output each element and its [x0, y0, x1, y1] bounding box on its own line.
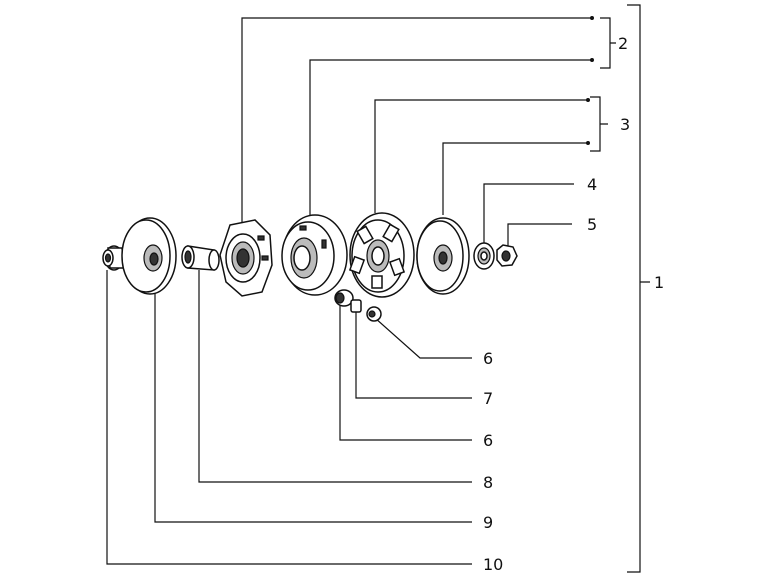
ramp-plate-part-3: [416, 217, 470, 295]
cover-part-2: [281, 214, 348, 296]
back-plate-part-2: [219, 219, 273, 297]
bracket-1: [627, 4, 650, 573]
leader-9: [154, 294, 472, 523]
callout-6-lower: 6: [483, 431, 493, 450]
leader-4: [483, 183, 574, 243]
callout-labels: 1 2 3 4 5 6 7 6 8 9 10: [483, 34, 664, 574]
callout-5: 5: [587, 215, 597, 234]
washer-part-4: [473, 242, 495, 270]
slider-part-7: [350, 299, 362, 313]
leader-8: [198, 270, 472, 483]
leader-10: [106, 270, 472, 565]
bracket-2: [600, 17, 616, 69]
roller-part-6-upper: [366, 306, 382, 322]
roller-cage-part-3: [348, 212, 415, 298]
leader-3-top: [374, 99, 588, 213]
leader-6a: [374, 317, 472, 359]
parts: [102, 212, 518, 322]
dot-2-bottom: [590, 58, 594, 62]
leader-3-bottom: [442, 142, 588, 215]
leader-2-bottom: [309, 59, 592, 220]
bushing-part-10: [102, 245, 125, 271]
callout-2: 2: [618, 34, 628, 53]
callout-1: 1: [654, 273, 664, 292]
callout-7: 7: [483, 389, 493, 408]
leader-6b: [339, 302, 472, 441]
leader-5: [507, 223, 572, 247]
dot-3-bottom: [586, 141, 590, 145]
sleeve-part-8: [181, 245, 220, 271]
bracket-3: [590, 96, 608, 152]
leader-7: [355, 310, 472, 399]
callout-10: 10: [483, 555, 503, 574]
dot-3-top: [586, 98, 590, 102]
callout-4: 4: [587, 175, 597, 194]
dot-2-top: [590, 16, 594, 20]
nut-part-5: [496, 244, 518, 267]
callout-3: 3: [620, 115, 630, 134]
leader-lines: [106, 4, 650, 573]
pulley-disc-part-9: [121, 217, 177, 295]
leader-2-top: [241, 17, 592, 222]
roller-part-6-lower: [334, 289, 354, 307]
callout-6-upper: 6: [483, 349, 493, 368]
callout-9: 9: [483, 513, 493, 532]
callout-8: 8: [483, 473, 493, 492]
